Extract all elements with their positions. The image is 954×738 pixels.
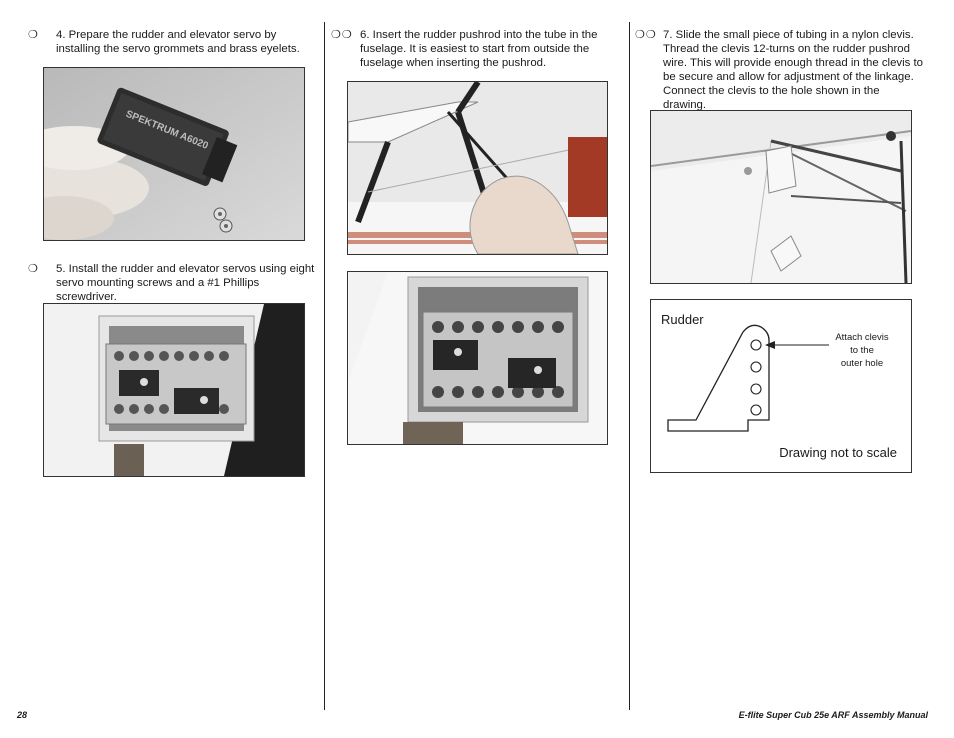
step-7-text: 7. Slide the small piece of tubing in a …	[663, 29, 924, 111]
step-4: ❍ 4. Prepare the rudder and elevator ser…	[28, 28, 308, 58]
step-5-checkbox[interactable]: ❍	[28, 263, 39, 275]
diagram-title: Rudder	[661, 312, 704, 327]
step-7-checkbox[interactable]: ❍❍	[635, 29, 657, 41]
step-4-checkbox[interactable]: ❍	[28, 29, 39, 41]
diagram-scale-note: Drawing not to scale	[779, 445, 897, 460]
photo-pushrod-insertion	[347, 81, 608, 255]
horn-hole-3	[750, 383, 762, 395]
photo-servo-grommets: SPEKTRUM A6020	[43, 67, 305, 241]
photo-servo-tray-angle	[347, 271, 608, 445]
callout-line-1: Attach clevis	[835, 332, 889, 343]
horn-hole-inner	[750, 404, 762, 416]
step-6: ❍❍ 6. Insert the rudder pushrod into the…	[331, 28, 621, 72]
callout-line-2: to the	[850, 345, 874, 356]
photo-servos-installed	[43, 303, 305, 477]
step-6-text: 6. Insert the rudder pushrod into the tu…	[360, 29, 598, 69]
horn-hole-2	[750, 361, 762, 373]
rudder-diagram: Rudder Attach clevis to the outer hole D…	[650, 299, 912, 473]
horn-hole-outer	[750, 339, 762, 351]
diagram-callout: Attach clevis to the outer hole	[827, 331, 897, 370]
column-divider-1	[324, 22, 325, 710]
photo-clevis-connection	[650, 110, 912, 284]
step-5: ❍ 5. Install the rudder and elevator ser…	[28, 262, 320, 303]
callout-line-3: outer hole	[840, 358, 884, 369]
step-5-text: 5. Install the rudder and elevator servo…	[56, 263, 315, 303]
rudder-horn-outline	[667, 324, 770, 432]
rudder-horn-drawing	[667, 324, 829, 432]
manual-title: E-flite Super Cub 25e ARF Assembly Manua…	[738, 710, 928, 720]
step-6-checkbox[interactable]: ❍❍	[331, 29, 353, 41]
page-number: 28	[17, 710, 28, 720]
step-4-text: 4. Prepare the rudder and elevator servo…	[56, 29, 300, 55]
callout-arrowhead	[765, 341, 775, 349]
step-7: ❍❍ 7. Slide the small piece of tubing in…	[635, 28, 935, 111]
column-divider-2	[629, 22, 630, 710]
